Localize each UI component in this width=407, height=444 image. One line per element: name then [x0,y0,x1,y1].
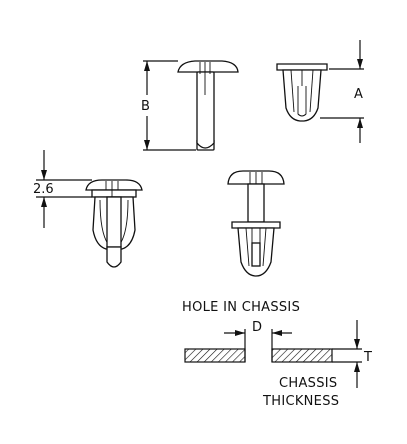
label-thickness: THICKNESS [262,394,339,409]
insertion-view [227,170,285,277]
dimension-a: A [320,40,364,143]
chassis-detail: HOLE IN CHASSIS D T CHASSIS THICKNESS [182,300,372,409]
label-head-height: 2.6 [33,182,54,197]
assembled-rivet [85,179,143,268]
grommet-side-view [276,63,328,122]
label-chassis: CHASSIS [279,376,337,391]
chassis-plate-right [271,348,333,363]
label-hole-in-chassis: HOLE IN CHASSIS [182,300,300,315]
pin-side-view [177,60,239,151]
chassis-plate-left [184,348,246,363]
label-d: D [252,320,262,335]
label-b: B [141,99,150,114]
label-a: A [354,87,363,102]
dimension-b: B [141,60,196,151]
dimension-head-height: 2.6 [33,150,92,228]
label-t: T [363,350,372,365]
